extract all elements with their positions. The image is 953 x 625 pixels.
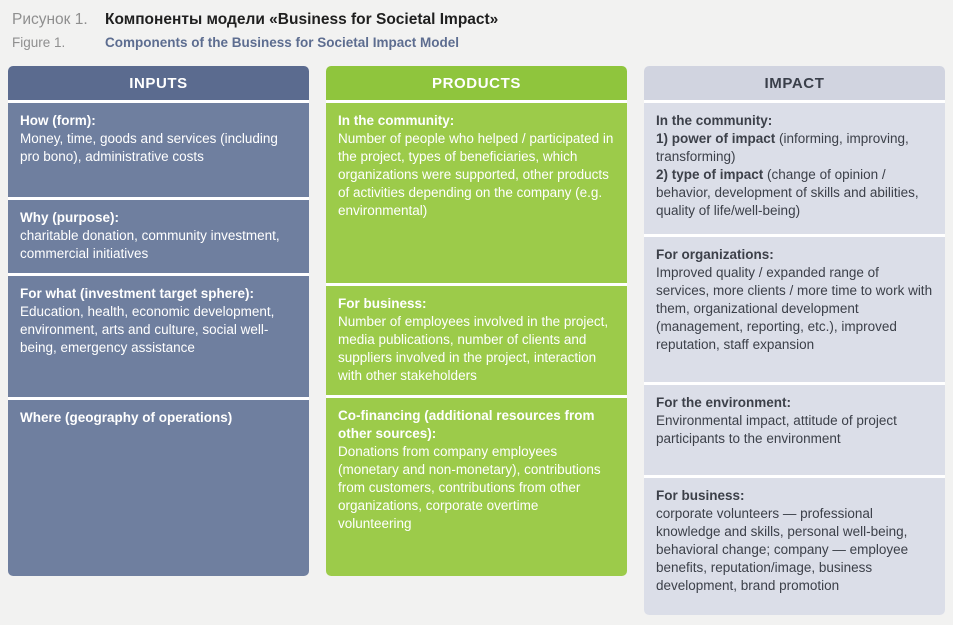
model-columns: INPUTS How (form): Money, time, goods an…: [0, 52, 953, 615]
section-body: Environmental impact, attitude of projec…: [656, 413, 897, 446]
section-heading: Co-financing (additional resources from …: [338, 408, 595, 441]
figure-caption-en: Figure 1. Components of the Business for…: [12, 34, 953, 52]
column-impact: IMPACT In the community: 1) power of imp…: [644, 66, 945, 615]
impact-power-of-impact-detail: (informing, improving, transforming): [656, 131, 909, 164]
section-body: Donations from company employees (moneta…: [338, 444, 601, 531]
inputs-section-how: How (form): Money, time, goods and servi…: [8, 103, 309, 197]
section-body: Number of people who helped / participat…: [338, 131, 614, 218]
section-heading: For business:: [656, 488, 745, 503]
figure-title-ru: Компоненты модели «Business for Societal…: [105, 11, 499, 28]
column-products: PRODUCTS In the community: Number of peo…: [326, 66, 627, 576]
impact-type-of-impact-line: 2) type of impact (change of opinion / b…: [656, 166, 933, 220]
section-heading: For the environment:: [656, 395, 792, 410]
impact-type-of-impact-detail: (change of opinion / behavior, developme…: [656, 167, 919, 218]
section-heading: For business:: [338, 296, 427, 311]
figure-label-en: Figure 1.: [12, 35, 66, 50]
section-heading: For organizations:: [656, 247, 774, 262]
products-section-cofinancing: Co-financing (additional resources from …: [326, 398, 627, 576]
section-heading: For what (investment target sphere):: [20, 286, 255, 301]
impact-section-organizations: For organizations: Improved quality / ex…: [644, 237, 945, 382]
products-section-community: In the community: Number of people who h…: [326, 103, 627, 283]
section-heading: How (form):: [20, 113, 96, 128]
section-heading: In the community:: [338, 113, 455, 128]
figure-label-ru: Рисунок 1.: [12, 11, 88, 28]
section-body: Money, time, goods and services (includi…: [20, 131, 278, 164]
impact-section-community: In the community: 1) power of impact (in…: [644, 103, 945, 234]
column-header-products: PRODUCTS: [326, 66, 627, 100]
figure-caption: Рисунок 1. Компоненты модели «Business f…: [0, 0, 953, 52]
impact-type-of-impact-label: 2) type of impact: [656, 167, 764, 182]
figure-caption-ru: Рисунок 1. Компоненты модели «Business f…: [12, 9, 953, 30]
column-header-impact: IMPACT: [644, 66, 945, 100]
figure-title-en: Components of the Business for Societal …: [105, 35, 460, 50]
column-header-inputs: INPUTS: [8, 66, 309, 100]
inputs-section-where: Where (geography of operations): [8, 400, 309, 576]
section-heading: Where (geography of operations): [20, 410, 233, 425]
section-heading: Why (purpose):: [20, 210, 119, 225]
impact-power-of-impact-label: 1) power of impact: [656, 131, 776, 146]
inputs-section-why: Why (purpose): charitable donation, comm…: [8, 200, 309, 273]
section-body: Number of employees involved in the proj…: [338, 314, 609, 383]
section-body: corporate volunteers — professional know…: [656, 506, 909, 593]
column-inputs: INPUTS How (form): Money, time, goods an…: [8, 66, 309, 576]
inputs-section-for-what: For what (investment target sphere): Edu…: [8, 276, 309, 397]
section-body: Improved quality / expanded range of ser…: [656, 265, 933, 352]
impact-section-environment: For the environment: Environmental impac…: [644, 385, 945, 475]
section-body: charitable donation, community investmen…: [20, 228, 280, 261]
products-section-business: For business: Number of employees involv…: [326, 286, 627, 395]
impact-power-of-impact-line: 1) power of impact (informing, improving…: [656, 130, 933, 166]
section-heading: In the community:: [656, 113, 773, 128]
section-body: Education, health, economic development,…: [20, 304, 275, 355]
impact-section-business: For business: corporate volunteers — pro…: [644, 478, 945, 615]
